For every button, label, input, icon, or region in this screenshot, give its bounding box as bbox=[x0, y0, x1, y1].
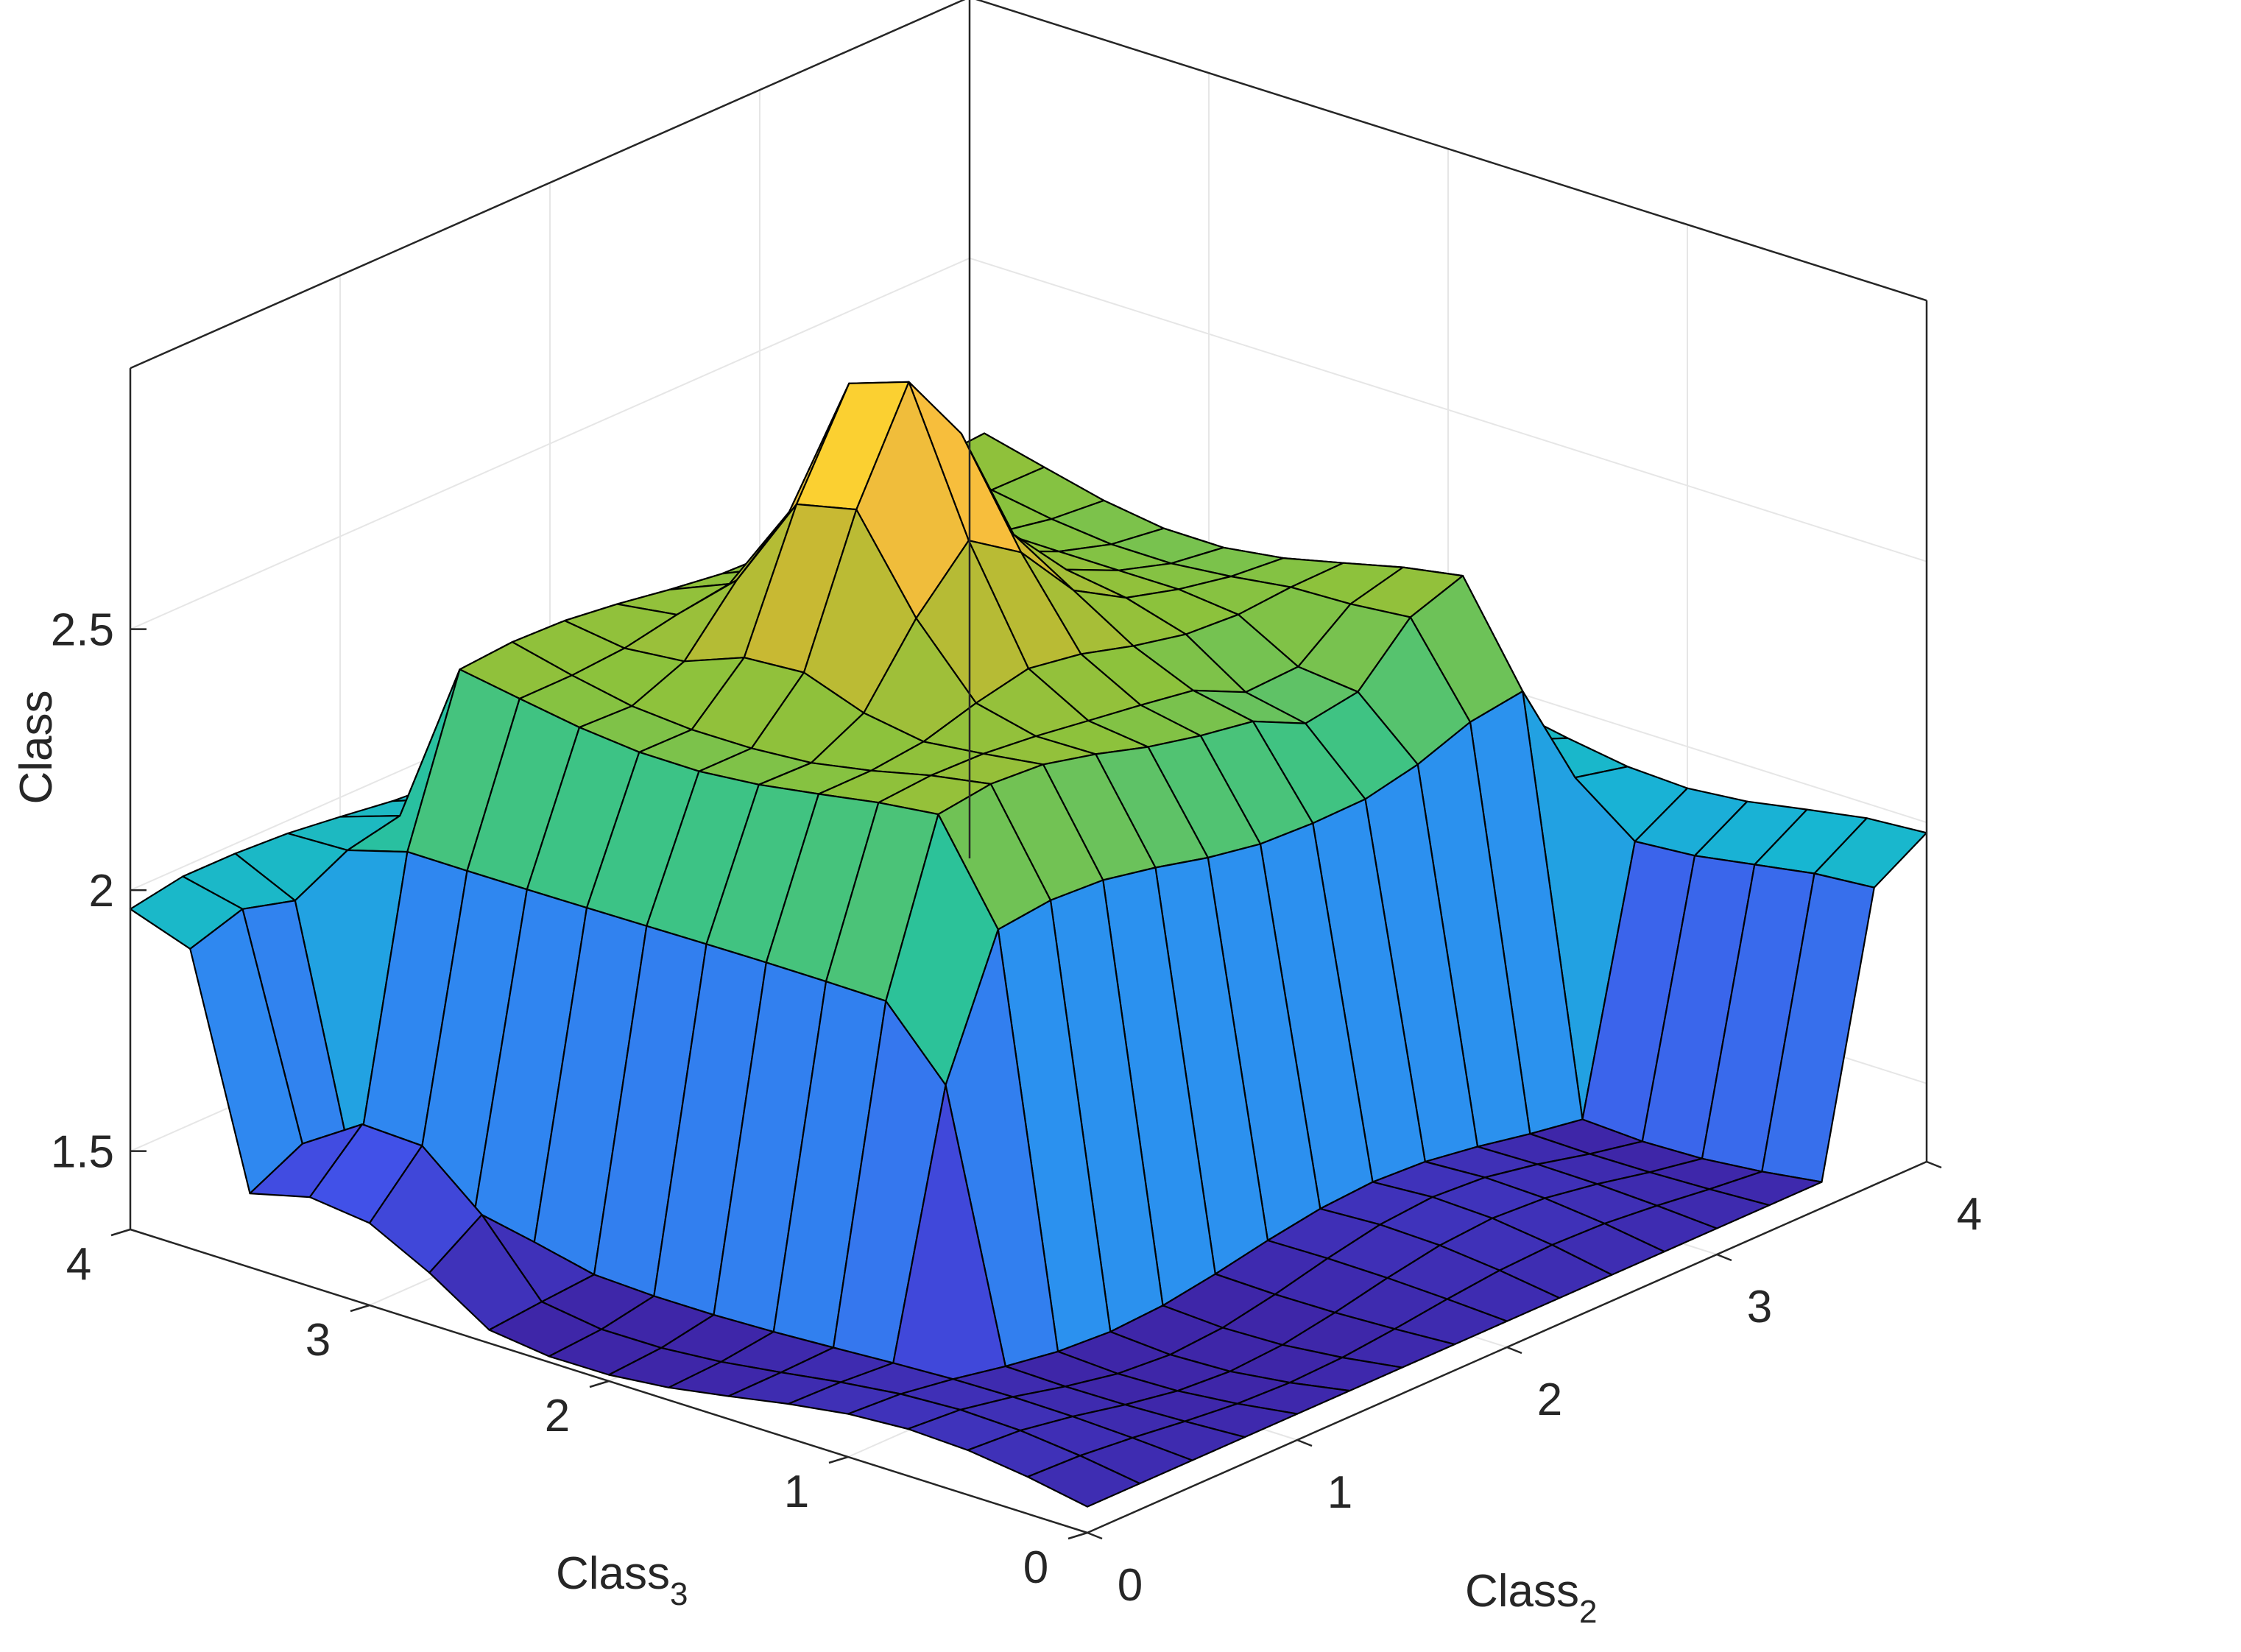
y-tick bbox=[1067, 1531, 1088, 1540]
grid-line bbox=[130, 257, 970, 630]
x-tick-label: 0 bbox=[1118, 1560, 1143, 1611]
x-tick bbox=[1716, 1253, 1732, 1262]
y-tick bbox=[828, 1455, 849, 1464]
axes-layer: 0 1 2 3 4 0 1 2 3 4 1.5 2 2.5 bbox=[51, 0, 1982, 1611]
y-tick bbox=[350, 1304, 370, 1313]
z-tick-label: 2.5 bbox=[51, 605, 114, 656]
surface-face bbox=[1026, 1455, 1141, 1508]
surface-layer bbox=[129, 381, 1928, 1508]
x-axis-label: Class2 bbox=[1465, 1566, 1598, 1630]
y-tick-label: 2 bbox=[545, 1391, 570, 1441]
x-tick-label: 4 bbox=[1957, 1189, 1982, 1240]
labels-layer: Class Class2 Class3 bbox=[11, 690, 1598, 1630]
y-tick bbox=[589, 1380, 610, 1388]
x-tick bbox=[1506, 1346, 1522, 1355]
x-tick bbox=[1296, 1439, 1313, 1447]
x-tick-label: 2 bbox=[1537, 1374, 1562, 1425]
z-tick-label: 2 bbox=[89, 866, 114, 917]
x-tick bbox=[1087, 1531, 1103, 1540]
y-tick-label: 4 bbox=[66, 1239, 91, 1290]
box-edge bbox=[975, 0, 1927, 302]
grid-line bbox=[969, 257, 1927, 562]
box-edge bbox=[130, 0, 966, 370]
y-tick-label: 0 bbox=[1023, 1542, 1048, 1593]
y-tick-label: 3 bbox=[306, 1315, 331, 1366]
x-tick-label: 3 bbox=[1747, 1282, 1772, 1332]
y-axis-label: Class3 bbox=[556, 1548, 688, 1612]
y-tick-label: 1 bbox=[784, 1466, 809, 1517]
z-axis-label: Class bbox=[11, 690, 62, 804]
x-tick bbox=[1926, 1160, 1942, 1169]
x-tick-label: 1 bbox=[1327, 1467, 1352, 1518]
y-tick bbox=[110, 1228, 131, 1237]
z-tick-label: 1.5 bbox=[51, 1127, 114, 1178]
